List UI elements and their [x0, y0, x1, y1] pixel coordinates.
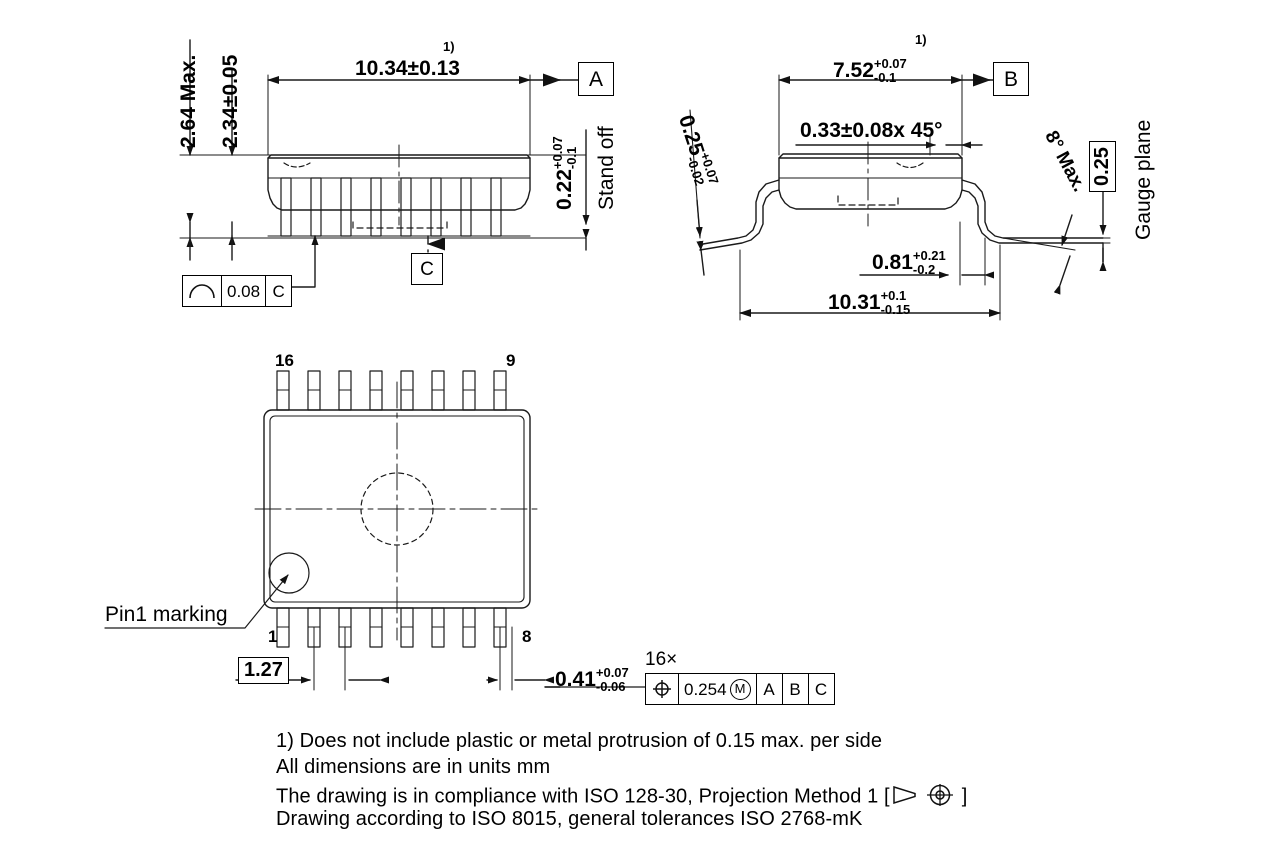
- dim-lead-width-tol-lower: -0.06: [595, 678, 626, 694]
- projection-method-1-icon: [891, 783, 961, 811]
- mmc-modifier-icon: M: [729, 678, 751, 700]
- pin-number-9: 9: [506, 351, 516, 370]
- label-pin1-marking: Pin1 marking: [105, 603, 228, 626]
- datum-label-b: B: [993, 62, 1029, 96]
- pin-number-16: 16: [275, 351, 294, 370]
- dim-body-width-value: 7.52: [833, 59, 874, 83]
- dim-chamfer: 0.33±0.08x 45°: [800, 119, 943, 142]
- dim-lead-pitch: 1.27: [238, 657, 289, 684]
- position-datum-a: A: [757, 674, 783, 704]
- profile-tolerance-value: 0.08: [222, 276, 267, 306]
- dim-body-width: 7.52+0.07-0.1: [833, 57, 907, 85]
- profile-datum-ref: C: [272, 281, 285, 301]
- note-line-3-text: The drawing is in compliance with ISO 12…: [276, 785, 890, 808]
- dim-overall-width-value: 10.31: [828, 291, 881, 315]
- dim-overall-width-tolerance: +0.1-0.15: [881, 289, 911, 316]
- note-line-1: 1) Does not include plastic or metal pro…: [276, 730, 883, 752]
- datum-label-c: C: [411, 253, 443, 285]
- dim-standoff-tol-upper: +0.07: [550, 136, 565, 170]
- first-angle-projection-glyph: [892, 784, 953, 806]
- footnote-ref-1-end: 1): [915, 32, 927, 47]
- dim-overall-width: 10.31+0.1-0.15: [828, 289, 911, 317]
- label-gauge-plane: Gauge plane: [1132, 119, 1155, 240]
- dim-lead-width: 0.41+0.07-0.06: [555, 666, 629, 694]
- dim-foot-length: 0.81+0.21-0.2: [872, 249, 946, 277]
- note-line-2: All dimensions are in units mm: [276, 756, 551, 778]
- dim-gauge-plane-value: 0.25: [1089, 141, 1116, 192]
- dim-body-width-tol-lower: -0.1: [873, 69, 897, 85]
- profile-arc-icon: [183, 276, 222, 306]
- dim-standoff-tolerance: +0.07-0.1: [550, 136, 579, 170]
- dim-body-length-value: 10.34±0.13: [355, 57, 460, 80]
- dim-lead-width-tolerance: +0.07-0.06: [596, 666, 629, 693]
- dim-standoff-value-group: 0.22+0.07-0.1: [550, 136, 579, 210]
- dim-foot-length-tol-upper: +0.21: [912, 248, 946, 263]
- note-line-4: Drawing according to ISO 8015, general t…: [276, 808, 863, 830]
- label-standoff: Stand off: [595, 126, 618, 210]
- dim-lead-width-tol-upper: +0.07: [595, 665, 629, 680]
- pin-number-8: 8: [522, 627, 532, 646]
- feature-control-frame-front: 0.08 C: [182, 275, 293, 307]
- dim-foot-length-tol-lower: -0.2: [912, 261, 936, 277]
- dim-lead-width-value: 0.41: [555, 668, 596, 692]
- dim-standoff-tol-lower: -0.1: [563, 146, 579, 170]
- position-datum-b: B: [783, 674, 809, 704]
- pin-number-1: 1: [268, 627, 278, 646]
- dim-instances-count: 16×: [645, 649, 678, 670]
- dim-body-length: 10.34±0.13: [355, 58, 460, 79]
- note-line-3-close: ]: [961, 785, 968, 808]
- dim-overall-width-tol-upper: +0.1: [880, 288, 907, 303]
- dim-gauge-plane-boxed: 0.25: [1089, 141, 1116, 192]
- datum-label-a: A: [578, 62, 614, 96]
- datum-a-box: A: [578, 62, 614, 96]
- profile-arc-glyph: [189, 284, 215, 299]
- dim-lead-pitch-value: 1.27: [238, 657, 289, 684]
- position-datum-c: C: [814, 679, 828, 699]
- position-crosshair-glyph: [653, 680, 671, 698]
- note-line-3: The drawing is in compliance with ISO 12…: [276, 783, 967, 811]
- dim-overall-height: 2.64 Max.: [177, 54, 200, 148]
- dim-foot-length-tolerance: +0.21-0.2: [913, 249, 946, 276]
- dim-standoff-value: 0.22: [553, 169, 577, 210]
- position-tolerance-number: 0.254: [684, 679, 727, 699]
- footnote-ref-1-front: 1): [443, 39, 455, 54]
- datum-c-box: C: [411, 253, 443, 285]
- dim-body-height: 2.34±0.05: [219, 54, 242, 148]
- dim-foot-length-value: 0.81: [872, 251, 913, 275]
- dim-overall-width-tol-lower: -0.15: [880, 301, 911, 317]
- datum-b-box: B: [993, 62, 1029, 96]
- dim-body-width-tol-upper: +0.07: [873, 56, 907, 71]
- dim-body-width-tolerance: +0.07-0.1: [874, 57, 907, 84]
- position-symbol-icon: [646, 674, 679, 704]
